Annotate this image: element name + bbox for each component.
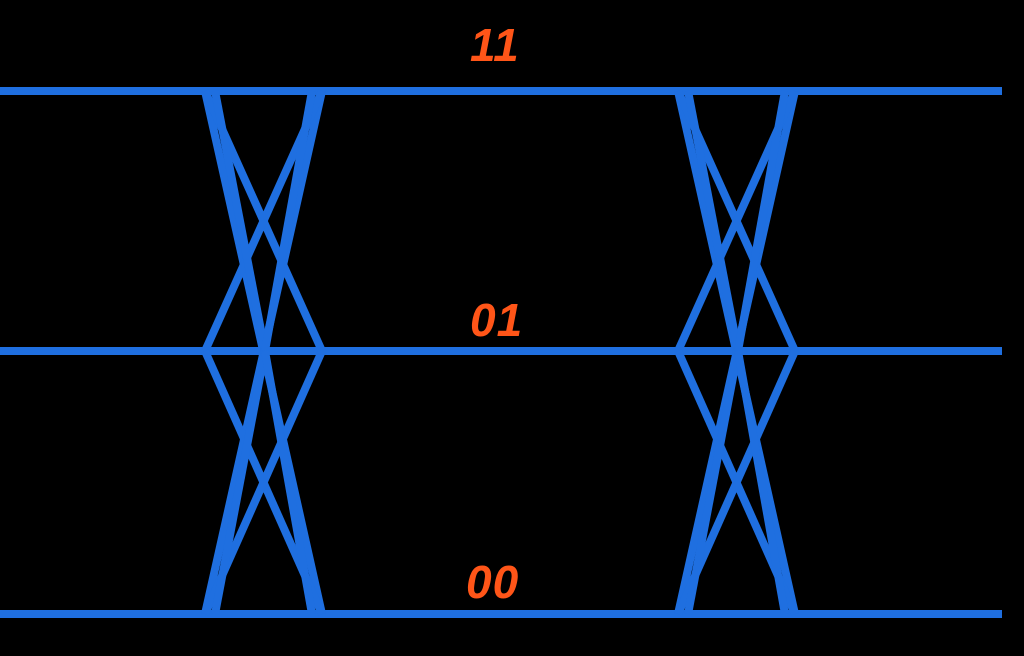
- level-label-01: 01: [470, 294, 524, 346]
- level-label-00: 00: [466, 556, 520, 608]
- signal-trace-group: [0, 87, 1002, 618]
- trace-eye1-hold-11-drop-b: [261, 90, 316, 352]
- trace-eye2-hold-11-drop-b: [734, 90, 789, 352]
- trace-eye1-hold-11-drop: [211, 90, 269, 352]
- trace-eye1-hold-00-rise-b: [261, 350, 316, 615]
- trace-eye2-hold-11-drop: [684, 90, 742, 352]
- level-label-11: 11: [470, 19, 520, 71]
- trace-eye1-hold-00-rise: [211, 350, 269, 615]
- trace-eye2-hold-00-rise-b: [734, 350, 789, 615]
- trace-eye2-hold-00-rise: [684, 350, 742, 615]
